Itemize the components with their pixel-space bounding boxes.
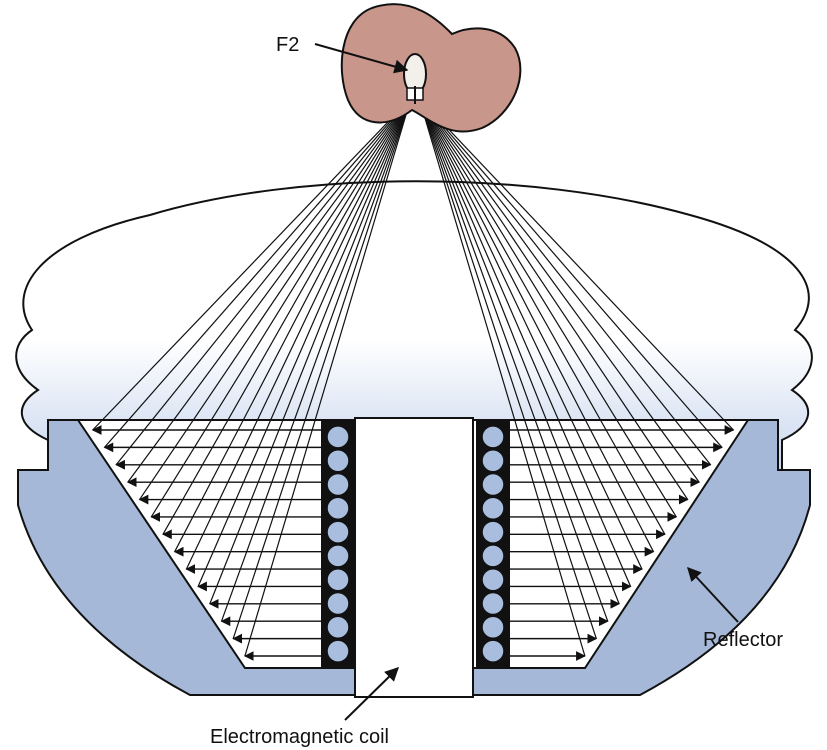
coil-left: [321, 420, 355, 668]
focused-ray: [220, 97, 413, 622]
f2-pointer: [314, 43, 409, 74]
focused-ray: [185, 97, 412, 570]
focused-ray: [232, 97, 413, 639]
coil-winding: [481, 615, 505, 640]
coil-winding: [481, 448, 505, 473]
coil-winding: [326, 496, 350, 521]
coil-winding: [326, 448, 350, 473]
kidney: [340, 3, 522, 133]
focused-ray: [418, 97, 734, 431]
focused-ray: [197, 97, 412, 587]
focused-ray: [418, 97, 677, 518]
coil-right: [476, 420, 510, 668]
focused-ray: [244, 97, 413, 657]
label-reflector: Reflector: [703, 629, 783, 651]
coil-winding: [326, 472, 350, 497]
reflector-pointer: [687, 566, 739, 623]
coil-pointer: [344, 667, 399, 721]
focused-ray: [139, 97, 412, 500]
central-opening: [354, 417, 474, 698]
focused-ray: [418, 97, 689, 500]
coil-winding: [326, 615, 350, 640]
focused-ray: [417, 97, 620, 605]
focused-ray: [418, 97, 643, 570]
coil-winding: [481, 591, 505, 616]
coil-winding: [481, 567, 505, 592]
focused-ray: [115, 97, 412, 466]
focused-ray: [418, 97, 666, 535]
label-electromagnetic-coil: Electromagnetic coil: [210, 726, 389, 748]
coil-winding: [481, 639, 505, 663]
focused-ray: [162, 97, 412, 535]
water-cushion: [15, 180, 813, 471]
focused-ray: [150, 97, 412, 518]
coil-winding: [326, 520, 350, 544]
focused-ray: [127, 97, 412, 483]
coil-winding: [326, 544, 350, 568]
focused-ray: [418, 97, 712, 466]
coil-winding: [326, 639, 350, 663]
focused-ray: [103, 97, 412, 448]
focused-ray: [417, 97, 586, 657]
focused-ray: [418, 97, 654, 552]
focused-ray: [417, 97, 609, 622]
coil-winding: [481, 496, 505, 521]
focused-ray: [418, 97, 632, 587]
coil-winding: [481, 544, 505, 568]
focused-ray: [418, 97, 723, 448]
focused-ray: [92, 97, 412, 431]
coil-winding: [481, 520, 505, 544]
coil-winding: [481, 472, 505, 497]
coil-winding: [326, 425, 350, 449]
coil-winding: [326, 567, 350, 592]
focused-ray: [209, 97, 413, 605]
focused-ray: [417, 97, 597, 639]
coil-winding: [326, 591, 350, 616]
coil-winding: [481, 425, 505, 449]
focused-ray: [174, 97, 412, 552]
focused-ray: [418, 97, 700, 483]
label-f2: F2: [276, 34, 299, 56]
focused-rays: [92, 97, 734, 657]
